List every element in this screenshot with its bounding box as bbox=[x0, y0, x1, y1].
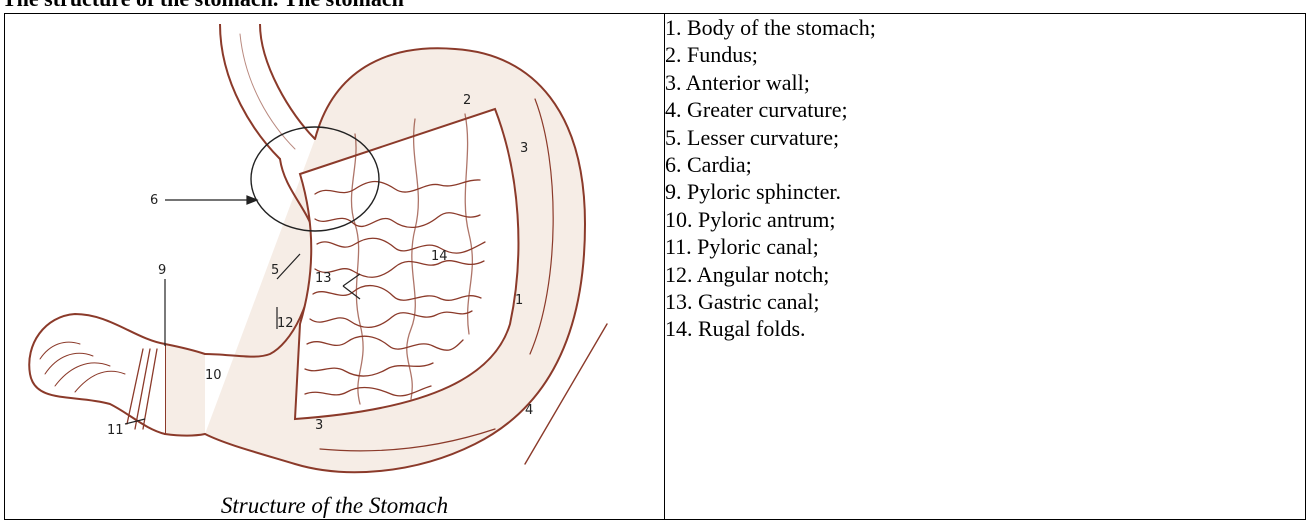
legend-item: 2. Fundus; bbox=[665, 41, 1305, 68]
label-number-14: 14 bbox=[431, 249, 448, 264]
legend-item: 11. Pyloric canal; bbox=[665, 233, 1305, 260]
label-number-12: 12 bbox=[277, 316, 294, 331]
label-number-11: 11 bbox=[107, 423, 124, 438]
legend-item: 14. Rugal folds. bbox=[665, 315, 1305, 342]
pyloric-antrum-outline bbox=[165, 344, 205, 436]
legend-item: 3. Anterior wall; bbox=[665, 69, 1305, 96]
legend-list: 1. Body of the stomach; 2. Fundus; 3. An… bbox=[665, 14, 1305, 343]
content-table: 2 3 6 9 5 13 14 1 12 10 3 4 11 Structure… bbox=[4, 13, 1306, 520]
label-number-10: 10 bbox=[205, 368, 222, 383]
figure-caption: Structure of the Stomach bbox=[5, 491, 664, 521]
stomach-diagram: 2 3 6 9 5 13 14 1 12 10 3 4 11 bbox=[15, 24, 655, 492]
esophagus-outer-line bbox=[220, 24, 280, 159]
legend-item: 4. Greater curvature; bbox=[665, 96, 1305, 123]
cut-off-heading-text: The structure of the stomach. The stomac… bbox=[2, 0, 404, 12]
label-number-5: 5 bbox=[271, 263, 279, 278]
label-number-6: 6 bbox=[150, 193, 158, 208]
legend-item: 6. Cardia; bbox=[665, 151, 1305, 178]
legend-item: 12. Angular notch; bbox=[665, 261, 1305, 288]
label-number-2: 2 bbox=[463, 93, 471, 108]
label-number-3-lower: 3 bbox=[315, 418, 323, 433]
label-number-13: 13 bbox=[315, 271, 332, 286]
label-number-4: 4 bbox=[525, 403, 533, 418]
esophagus-inner-line bbox=[260, 24, 315, 139]
legend-item: 10. Pyloric antrum; bbox=[665, 206, 1305, 233]
label-number-9: 9 bbox=[158, 263, 166, 278]
label-number-1: 1 bbox=[515, 293, 523, 308]
label-number-3-upper: 3 bbox=[520, 141, 528, 156]
legend-cell: 1. Body of the stomach; 2. Fundus; 3. An… bbox=[665, 14, 1306, 520]
legend-item: 9. Pyloric sphincter. bbox=[665, 178, 1305, 205]
legend-item: 1. Body of the stomach; bbox=[665, 14, 1305, 41]
legend-item: 13. Gastric canal; bbox=[665, 288, 1305, 315]
figure-cell: 2 3 6 9 5 13 14 1 12 10 3 4 11 Structure… bbox=[5, 14, 665, 520]
legend-item: 5. Lesser curvature; bbox=[665, 124, 1305, 151]
